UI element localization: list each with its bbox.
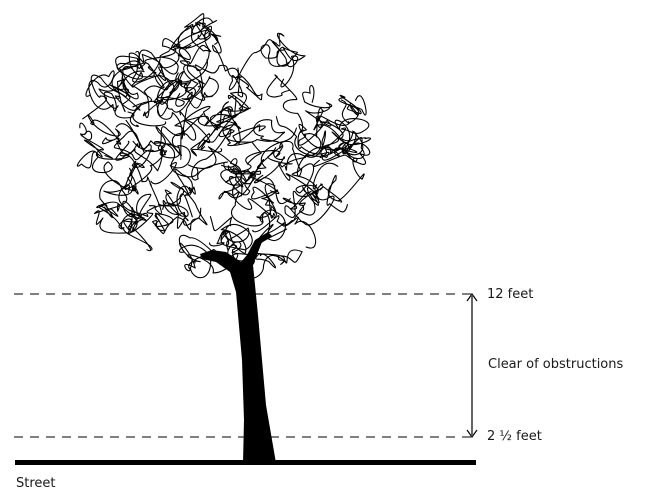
- tree-trunk-icon: [200, 232, 276, 463]
- canopy-scribble: [260, 33, 306, 88]
- label-clear-of-obstructions: Clear of obstructions: [488, 357, 624, 372]
- canopy-scribble: [115, 140, 193, 218]
- canopy-scribble: [338, 94, 367, 124]
- canopy-scribble: [214, 91, 252, 129]
- canopy-scribble: [298, 84, 357, 158]
- canopy-scribble: [120, 193, 156, 251]
- clearance-arrow-icon: [466, 292, 478, 439]
- canopy-scribble: [191, 128, 293, 181]
- canopy-scribble: [142, 66, 185, 118]
- canopy-scribble: [252, 183, 343, 233]
- canopy-scribble: [187, 146, 252, 196]
- canopy-scribble: [162, 168, 196, 229]
- canopy-scribble: [93, 179, 149, 235]
- canopy-scribble: [76, 139, 137, 192]
- canopy-scribble: [178, 242, 221, 279]
- canopy-scribble: [275, 116, 371, 167]
- canopy-scribble: [87, 114, 154, 161]
- canopy-scribble: [184, 105, 242, 157]
- canopy-scribble: [251, 183, 317, 249]
- canopy-scribble: [122, 52, 163, 88]
- canopy-scribble: [132, 119, 197, 160]
- canopy-scribble: [220, 158, 280, 195]
- canopy-scribble: [132, 76, 219, 113]
- canopy-scribble: [208, 32, 244, 98]
- canopy-scribble: [82, 70, 145, 120]
- canopy-scribble: [313, 99, 350, 141]
- label-12-feet: 12 feet: [487, 287, 534, 302]
- label-street: Street: [16, 476, 56, 491]
- canopy-scribble: [266, 74, 327, 149]
- canopy-scribble: [115, 123, 199, 190]
- tree-canopy-icon: [76, 13, 372, 280]
- canopy-scribble: [132, 38, 213, 98]
- canopy-scribble: [278, 153, 319, 198]
- canopy-scribble: [85, 70, 135, 119]
- canopy-scribble: [180, 39, 280, 101]
- canopy-scribble: [79, 122, 191, 185]
- canopy-scribble: [103, 162, 145, 196]
- canopy-scribble: [208, 216, 253, 255]
- canopy-scribble: [224, 227, 276, 270]
- canopy-scribble: [253, 131, 346, 205]
- canopy-scribble: [151, 207, 202, 235]
- canopy-scribble: [222, 119, 297, 149]
- canopy-scribble: [184, 13, 212, 53]
- label-2-half-feet: 2 ½ feet: [487, 429, 542, 444]
- canopy-scribble: [115, 50, 153, 128]
- canopy-scribble: [179, 234, 255, 274]
- canopy-scribble: [236, 228, 303, 280]
- canopy-scribble: [96, 200, 152, 252]
